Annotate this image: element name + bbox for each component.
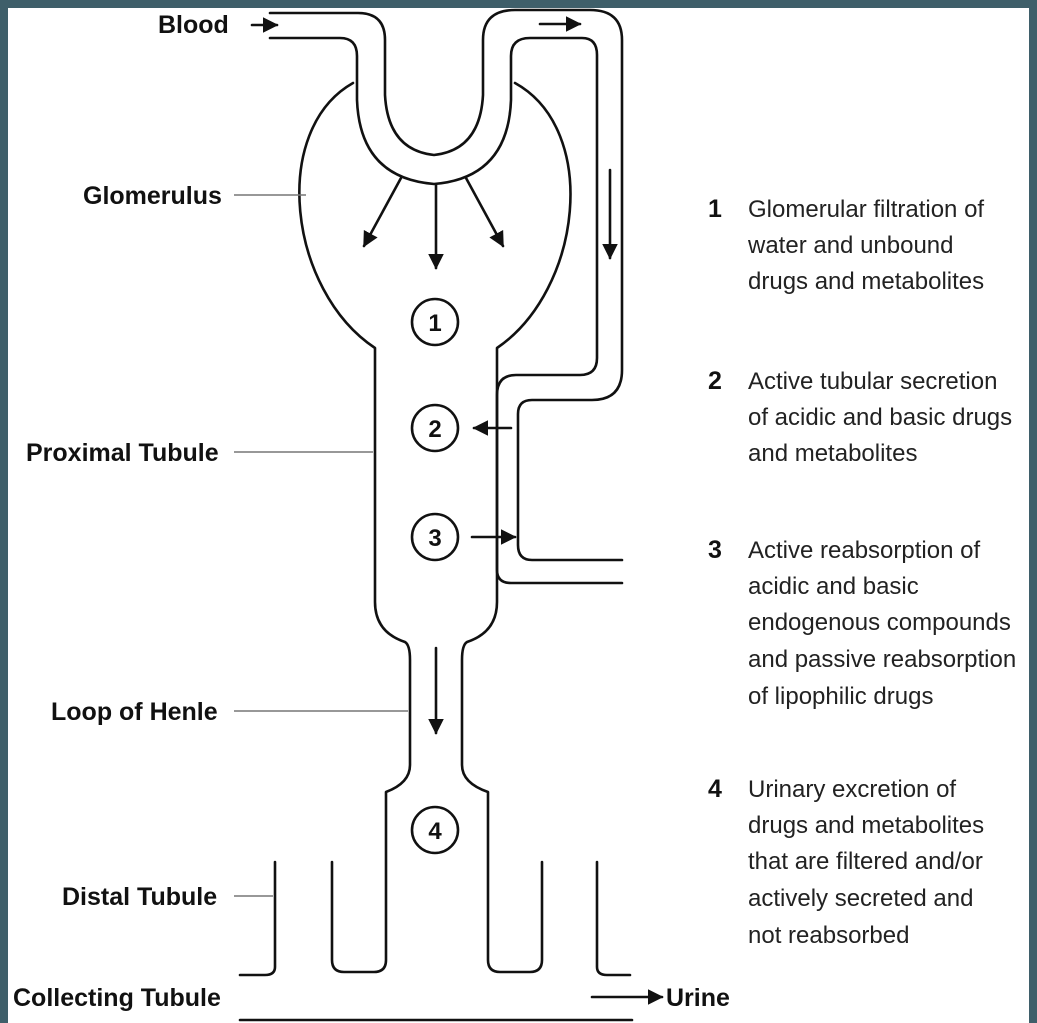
legend-item-2: 2 Active tubular secretion of acidic and… xyxy=(708,367,1012,467)
step-number-2: 2 xyxy=(428,416,441,443)
urine-label: Urine xyxy=(666,984,730,1012)
step-number-4: 4 xyxy=(428,818,442,845)
step-circle-4: 4 xyxy=(412,807,458,853)
step-circle-3: 3 xyxy=(412,514,458,560)
legend-line: Urinary excretion of xyxy=(748,776,956,803)
filtration-arrow-right xyxy=(466,178,503,246)
nephron-tubule-wall xyxy=(299,83,410,972)
legend-item-3: 3 Active reabsorption of acidic and basi… xyxy=(708,536,1016,710)
legend-item-1: 1 Glomerular filtration of water and unb… xyxy=(708,195,984,295)
loop-of-henle-label: Loop of Henle xyxy=(51,698,218,726)
capillary-inner-wall xyxy=(270,38,622,583)
collecting-tubule-right-wall xyxy=(597,862,630,975)
legend-line: of acidic and basic drugs xyxy=(748,404,1012,431)
legend-line: endogenous compounds xyxy=(748,609,1011,636)
legend-item-4: 4 Urinary excretion of drugs and metabol… xyxy=(708,775,984,949)
glomerulus-label: Glomerulus xyxy=(83,182,222,210)
nephron-diagram: 1 2 3 4 Blood Glomerulus Proximal Tubule… xyxy=(8,8,1029,1023)
collecting-tubule-label: Collecting Tubule xyxy=(13,984,221,1012)
proximal-tubule-label: Proximal Tubule xyxy=(26,439,219,467)
legend-line: not reabsorbed xyxy=(748,922,909,949)
legend-line: that are filtered and/or xyxy=(748,848,983,875)
legend-line: and metabolites xyxy=(748,440,917,467)
legend-number: 1 xyxy=(708,195,722,223)
step-number-3: 3 xyxy=(428,525,441,552)
legend-line: Active reabsorption of xyxy=(748,537,980,564)
diagram-frame: 1 2 3 4 Blood Glomerulus Proximal Tubule… xyxy=(8,8,1029,1023)
nephron-tubule-wall-right xyxy=(462,83,570,972)
capillary-outer-wall xyxy=(270,10,622,560)
legend-line: water and unbound xyxy=(747,232,954,259)
legend-line: drugs and metabolites xyxy=(748,812,984,839)
legend-line: Glomerular filtration of xyxy=(748,196,984,223)
legend-line: drugs and metabolites xyxy=(748,268,984,295)
step-circle-1: 1 xyxy=(412,299,458,345)
legend-line: of lipophilic drugs xyxy=(748,683,933,710)
legend-line: and passive reabsorption xyxy=(748,646,1016,673)
legend-line: actively secreted and xyxy=(748,885,973,912)
legend-number: 2 xyxy=(708,367,722,395)
distal-tubule-label: Distal Tubule xyxy=(62,883,217,911)
legend-number: 3 xyxy=(708,536,722,564)
blood-label: Blood xyxy=(158,11,229,39)
collecting-tubule-left-wall xyxy=(240,862,275,975)
step-circle-2: 2 xyxy=(412,405,458,451)
filtration-arrow-left xyxy=(364,178,401,246)
legend-line: Active tubular secretion xyxy=(748,368,997,395)
legend-number: 4 xyxy=(708,775,722,803)
step-number-1: 1 xyxy=(428,310,441,337)
legend-line: acidic and basic xyxy=(748,573,919,600)
legend: 1 Glomerular filtration of water and unb… xyxy=(708,195,1016,949)
